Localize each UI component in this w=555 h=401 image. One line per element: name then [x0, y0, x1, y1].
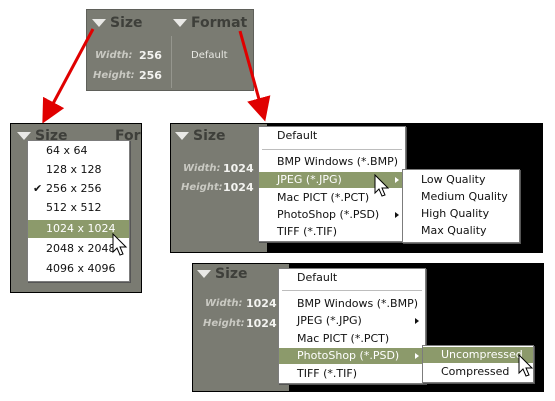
triangle-down-icon — [197, 270, 211, 278]
format-option-label: BMP Windows (*.BMP) — [277, 155, 399, 168]
submenu-arrow-icon — [415, 353, 419, 359]
format-option-jpeg[interactable]: JPEG (*.JPG) — [279, 313, 425, 329]
size-header[interactable]: Size — [175, 128, 226, 144]
format-option-pict[interactable]: Mac PICT (*.PCT) — [259, 190, 405, 206]
format-header[interactable]: Format — [173, 15, 247, 31]
width-value: 256 — [139, 49, 162, 62]
quality-medium[interactable]: Medium Quality — [403, 189, 519, 205]
format-option-tiff[interactable]: TIFF (*.TIF) — [259, 224, 405, 240]
width-value: 1024 — [223, 162, 254, 175]
format-option-bmp[interactable]: BMP Windows (*.BMP) — [279, 296, 425, 312]
size-option-label: 4096 x 4096 — [46, 262, 116, 275]
size-option-label: 256 x 256 — [46, 182, 102, 195]
size-header-label: Size — [193, 128, 226, 144]
quality-label: Max Quality — [421, 224, 487, 237]
mouse-cursor-icon — [374, 174, 390, 197]
size-option-128[interactable]: 128 x 128 — [28, 162, 129, 178]
size-option-256[interactable]: ✔ 256 x 256 — [28, 181, 129, 197]
jpeg-quality-submenu: Low Quality Medium Quality High Quality … — [402, 169, 520, 243]
format-option-default[interactable]: Default — [279, 270, 425, 286]
width-value: 1024 — [246, 297, 277, 310]
height-label: Height: — [203, 318, 245, 329]
format-menu-2: Default BMP Windows (*.BMP) JPEG (*.JPG)… — [278, 268, 426, 384]
size-header[interactable]: Size — [92, 15, 143, 31]
compression-uncompressed[interactable]: Uncompressed — [423, 347, 533, 363]
format-option-psd[interactable]: PhotoShop (*.PSD) — [259, 207, 405, 223]
compression-compressed[interactable]: Compressed — [423, 364, 533, 380]
format-option-label: Mac PICT (*.PCT) — [297, 332, 390, 345]
size-header-label: Size — [110, 15, 143, 31]
format-option-pict[interactable]: Mac PICT (*.PCT) — [279, 331, 425, 347]
submenu-arrow-icon — [415, 318, 419, 324]
triangle-down-icon — [173, 19, 187, 27]
compression-label: Uncompressed — [441, 348, 523, 361]
size-header-label: Size — [215, 266, 248, 282]
size-option-512[interactable]: 512 x 512 — [28, 200, 129, 216]
format-option-bmp[interactable]: BMP Windows (*.BMP) — [259, 154, 405, 170]
quality-label: Low Quality — [421, 173, 486, 186]
height-value: 1024 — [246, 317, 277, 330]
submenu-arrow-icon — [395, 212, 399, 218]
format-option-label: TIFF (*.TIF) — [297, 367, 357, 380]
format-option-label: PhotoShop (*.PSD) — [297, 349, 400, 362]
top-settings-panel: Size Format Width: 256 Height: 256 Defau… — [86, 9, 254, 91]
format-option-label: BMP Windows (*.BMP) — [297, 297, 419, 310]
format-option-tiff[interactable]: TIFF (*.TIF) — [279, 366, 425, 382]
size-option-4096[interactable]: 4096 x 4096 — [28, 261, 129, 277]
size-header[interactable]: Size — [197, 266, 248, 282]
mouse-cursor-icon — [112, 233, 128, 256]
format-option-label: PhotoShop (*.PSD) — [277, 208, 380, 221]
format-option-jpeg[interactable]: JPEG (*.JPG) — [259, 172, 405, 188]
triangle-down-icon — [17, 132, 31, 140]
compression-label: Compressed — [441, 365, 510, 378]
divider — [171, 36, 172, 88]
menu-separator — [262, 149, 402, 150]
size-option-1024[interactable]: 1024 x 1024 — [28, 220, 129, 238]
format-option-label: JPEG (*.JPG) — [297, 314, 362, 327]
format-panel-2: Size Width: 1024 Height: 1024 — [193, 264, 289, 391]
width-label: Width: — [95, 50, 133, 61]
format-value: Default — [191, 50, 228, 61]
triangle-down-icon — [175, 132, 189, 140]
submenu-arrow-icon — [395, 177, 399, 183]
quality-label: High Quality — [421, 207, 490, 220]
size-option-label: 64 x 64 — [46, 144, 88, 157]
format-option-label: Mac PICT (*.PCT) — [277, 191, 370, 204]
width-label: Width: — [205, 298, 243, 309]
psd-compression-submenu: Uncompressed Compressed — [422, 345, 534, 383]
quality-low[interactable]: Low Quality — [403, 172, 519, 188]
size-option-2048[interactable]: 2048 x 2048 — [28, 241, 129, 257]
quality-high[interactable]: High Quality — [403, 206, 519, 222]
width-label: Width: — [183, 163, 221, 174]
format-option-label: Default — [297, 271, 338, 284]
size-option-label: 2048 x 2048 — [46, 242, 116, 255]
format-panel-1: Size Width: 1024 Height: 1024 — [171, 124, 267, 252]
format-option-label: JPEG (*.JPG) — [277, 173, 342, 186]
format-option-psd[interactable]: PhotoShop (*.PSD) — [279, 348, 425, 364]
height-value: 256 — [139, 69, 162, 82]
quality-max[interactable]: Max Quality — [403, 223, 519, 239]
quality-label: Medium Quality — [421, 190, 508, 203]
size-option-label: 1024 x 1024 — [46, 222, 116, 235]
checkmark-icon: ✔ — [33, 182, 43, 195]
format-option-label: Default — [277, 129, 318, 142]
format-menu-1: Default BMP Windows (*.BMP) JPEG (*.JPG)… — [258, 126, 406, 242]
format-header-label: Format — [191, 15, 248, 31]
size-option-label: 512 x 512 — [46, 201, 102, 214]
size-option-label: 128 x 128 — [46, 163, 102, 176]
triangle-down-icon — [92, 19, 106, 27]
height-label: Height: — [181, 182, 223, 193]
height-value: 1024 — [223, 181, 254, 194]
format-option-default[interactable]: Default — [259, 128, 405, 144]
height-label: Height: — [93, 70, 135, 81]
format-option-label: TIFF (*.TIF) — [277, 225, 337, 238]
menu-separator — [282, 290, 422, 291]
size-menu: 64 x 64 128 x 128 ✔ 256 x 256 512 x 512 … — [27, 140, 130, 282]
mouse-cursor-icon — [518, 354, 534, 377]
size-option-64[interactable]: 64 x 64 — [28, 143, 129, 159]
